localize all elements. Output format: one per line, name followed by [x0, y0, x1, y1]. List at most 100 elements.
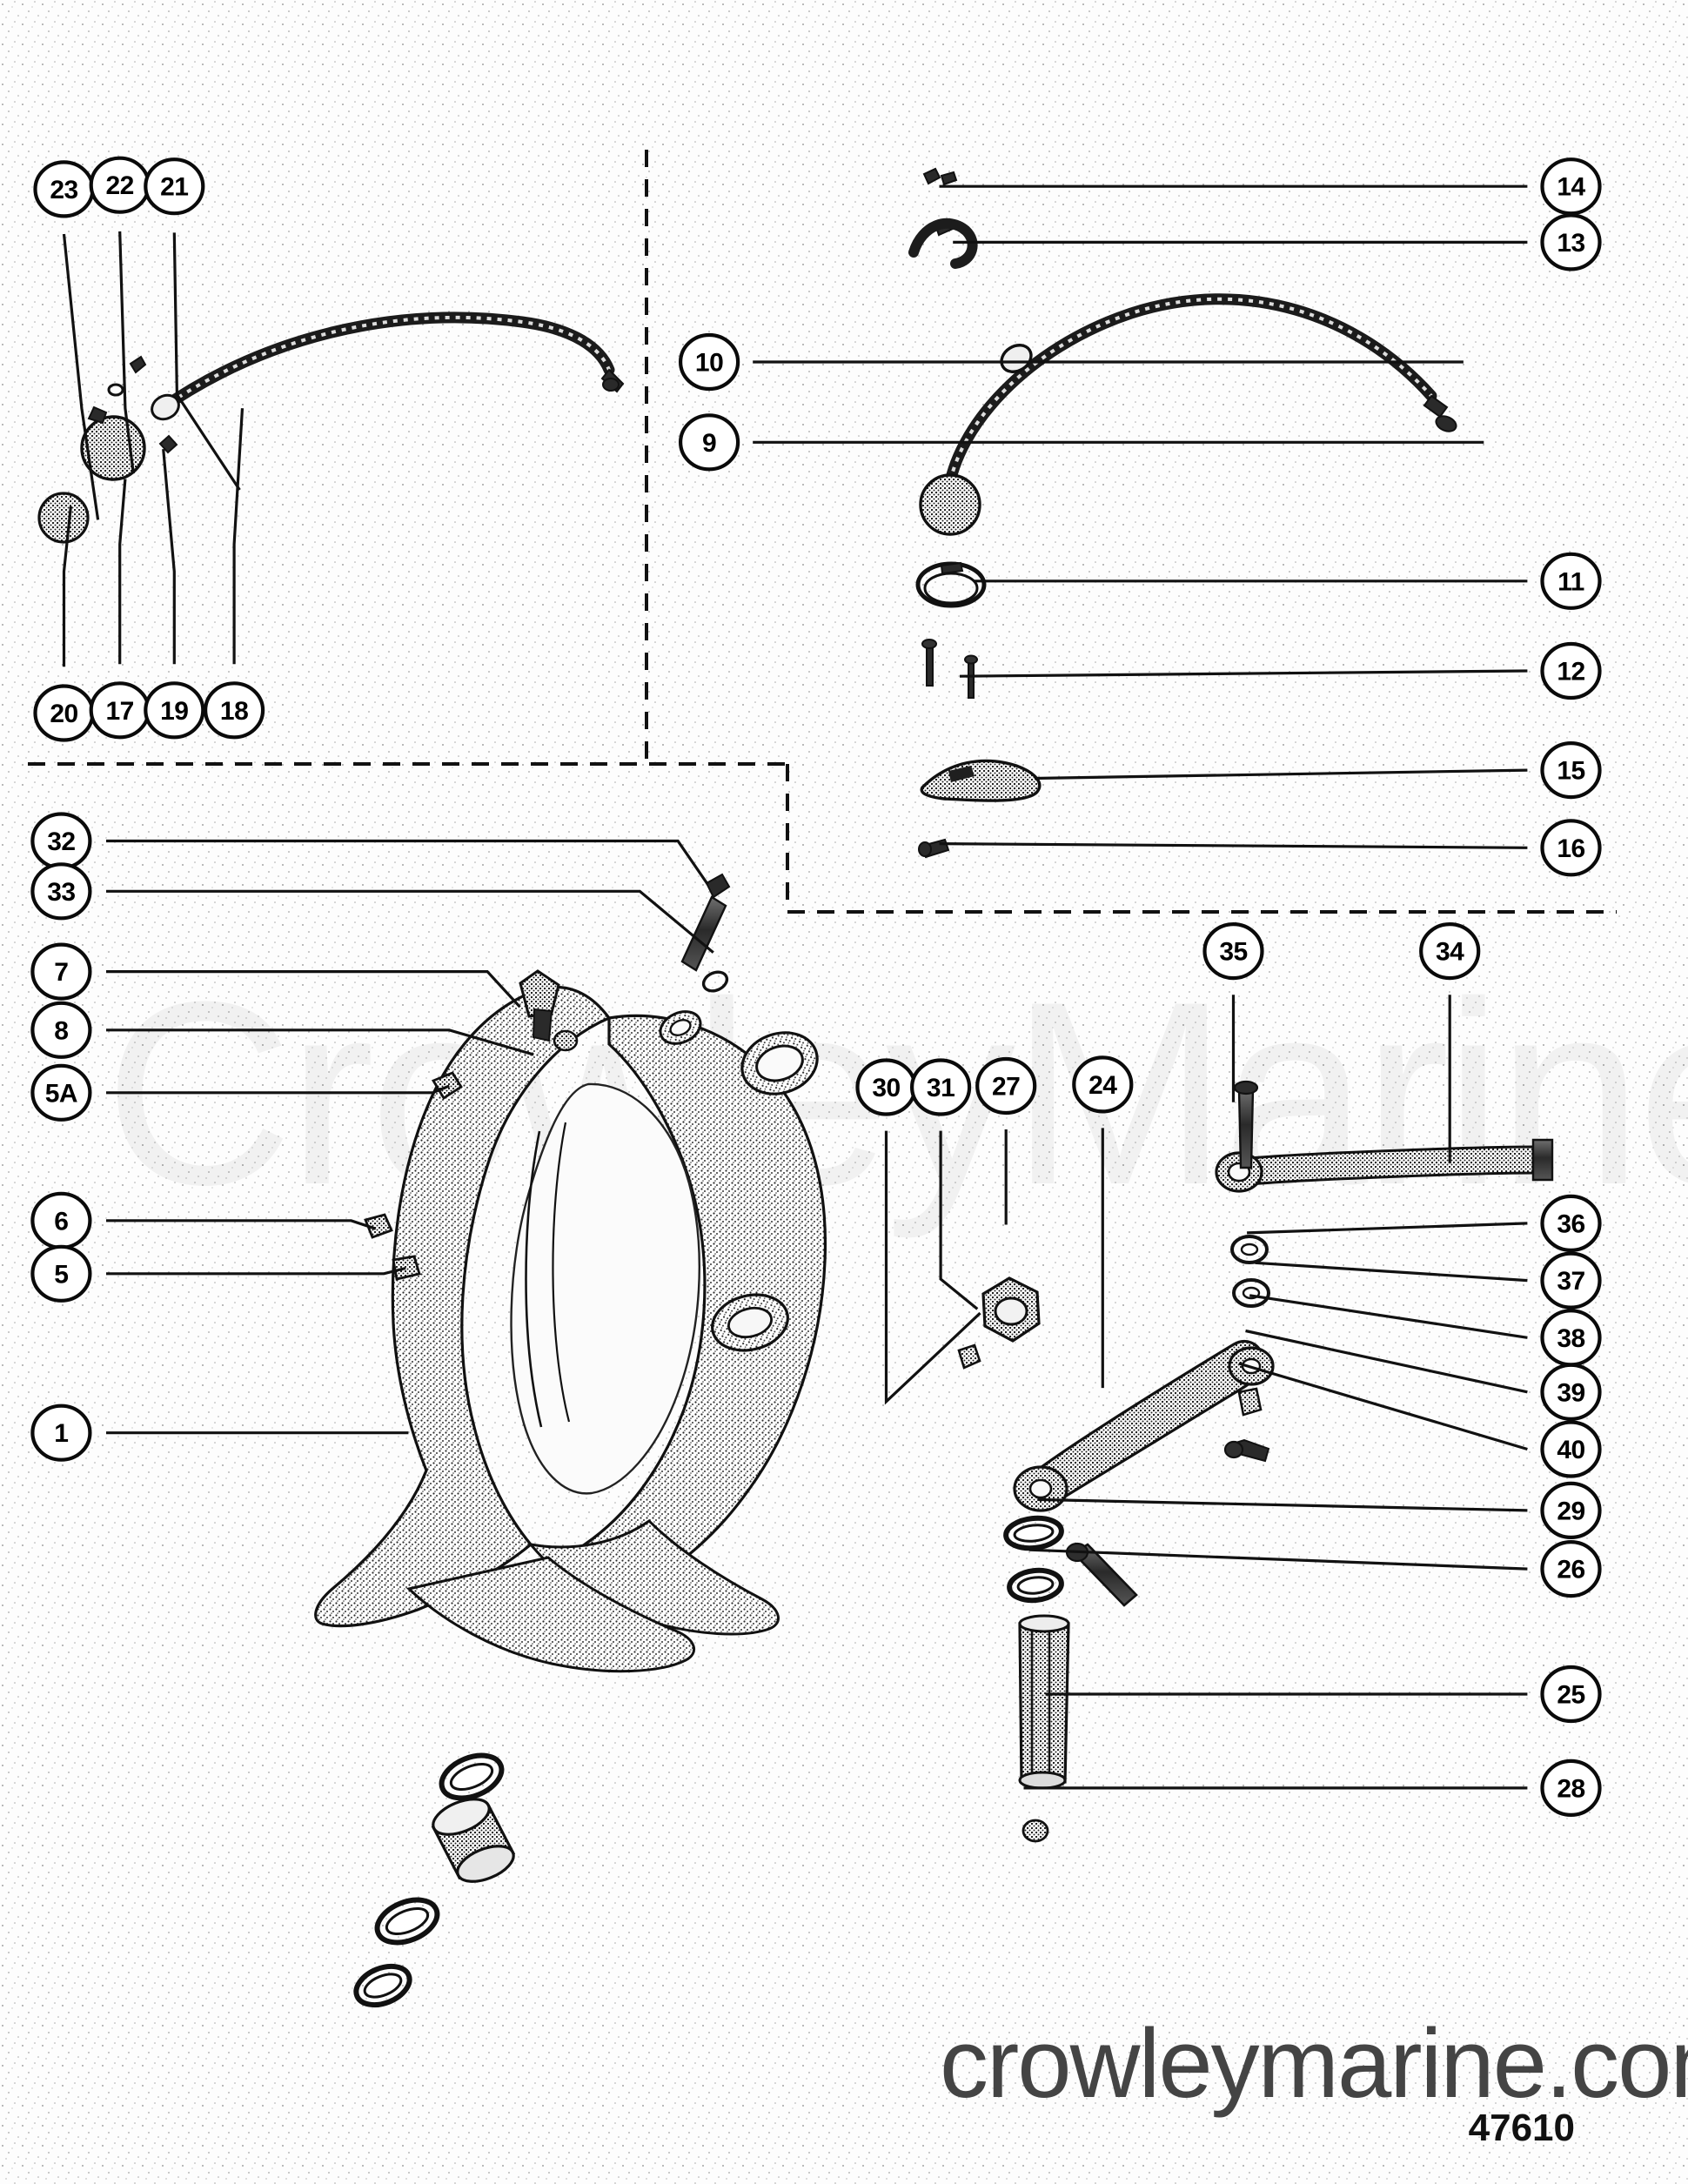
callout-18[interactable]: 18	[204, 681, 265, 740]
callout-23[interactable]: 23	[33, 160, 95, 218]
leader-line-7	[106, 970, 521, 1008]
callout-number: 7	[54, 958, 68, 987]
callout-number: 25	[1557, 1681, 1584, 1710]
callout-33[interactable]: 33	[30, 862, 92, 921]
callout-number: 35	[1219, 938, 1247, 967]
callout-8[interactable]: 8	[30, 1001, 92, 1059]
callout-32[interactable]: 32	[30, 812, 92, 870]
callout-28[interactable]: 28	[1540, 1759, 1602, 1817]
callout-number: 36	[1557, 1209, 1584, 1238]
callout-circle	[678, 413, 740, 472]
callout-number: 32	[47, 827, 75, 856]
callout-16[interactable]: 16	[1540, 819, 1602, 877]
callout-38[interactable]: 38	[1540, 1309, 1602, 1367]
callout-19[interactable]: 19	[144, 681, 205, 740]
callout-circle	[30, 862, 92, 921]
callout-7[interactable]: 7	[30, 942, 92, 1001]
callout-circle	[144, 681, 205, 740]
callout-number: 8	[54, 1016, 68, 1045]
callout-circle	[909, 1058, 972, 1116]
callout-21[interactable]: 21	[144, 157, 205, 216]
callout-number: 28	[1557, 1774, 1584, 1803]
callout-34[interactable]: 34	[1419, 921, 1481, 981]
callout-circle	[975, 1056, 1037, 1115]
leader-line-18	[232, 408, 244, 665]
callout-circle	[1540, 1251, 1602, 1310]
callout-circle	[1540, 1194, 1602, 1253]
leader-line-6	[106, 1219, 377, 1230]
leader-line-33	[106, 889, 714, 954]
leader-line-30	[884, 1130, 981, 1405]
callout-30[interactable]: 30	[855, 1058, 917, 1116]
callout-26[interactable]: 26	[1540, 1539, 1602, 1598]
callout-circle	[204, 681, 265, 740]
callout-number: 23	[50, 176, 77, 204]
callout-29[interactable]: 29	[1540, 1481, 1602, 1540]
callout-40[interactable]: 40	[1540, 1420, 1602, 1478]
callout-37[interactable]: 37	[1540, 1251, 1602, 1310]
leader-line-15	[1034, 768, 1528, 780]
callout-circle	[1419, 921, 1481, 981]
callout-13[interactable]: 13	[1540, 213, 1602, 271]
callout-number: 39	[1557, 1378, 1584, 1407]
callout-circle	[678, 332, 740, 392]
callout-39[interactable]: 39	[1540, 1363, 1602, 1421]
callout-number: 22	[106, 171, 134, 200]
callout-14[interactable]: 14	[1540, 157, 1602, 216]
callout-12[interactable]: 12	[1540, 641, 1602, 700]
callout-number: 9	[702, 429, 716, 458]
callout-number: 19	[160, 697, 188, 726]
callout-number: 34	[1436, 938, 1464, 967]
callout-9[interactable]: 9	[678, 413, 740, 472]
callout-number: 17	[106, 697, 134, 726]
callout-25[interactable]: 25	[1540, 1665, 1602, 1724]
site-watermark: crowleymarine.com	[940, 2009, 1688, 2118]
callout-31[interactable]: 31	[909, 1058, 972, 1116]
callout-number: 18	[220, 697, 248, 726]
callout-circle	[30, 942, 92, 1001]
leader-line-12	[959, 669, 1528, 678]
callout-1[interactable]: 1	[30, 1404, 92, 1462]
steering-link-group	[957, 1080, 1554, 1843]
callout-5A[interactable]: 5A	[30, 1063, 92, 1122]
callout-circle	[1540, 740, 1602, 800]
leader-line-38	[1249, 1294, 1528, 1339]
bracket-hardware	[364, 873, 731, 1281]
callout-circle	[1072, 1055, 1134, 1114]
callout-5[interactable]: 5	[30, 1244, 92, 1303]
callout-number: 5A	[45, 1079, 77, 1108]
callout-24[interactable]: 24	[1072, 1055, 1134, 1114]
leader-lines	[62, 184, 1528, 1790]
callout-number: 12	[1557, 658, 1584, 687]
leader-line-40	[1238, 1362, 1528, 1451]
divider-lines	[28, 150, 1617, 914]
callout-17[interactable]: 17	[89, 681, 151, 740]
callout-circle	[1540, 1363, 1602, 1421]
leader-line-37	[1255, 1261, 1528, 1283]
leader-line-26	[1028, 1548, 1528, 1571]
callout-10[interactable]: 10	[678, 332, 740, 392]
callout-36[interactable]: 36	[1540, 1194, 1602, 1253]
leader-line-36	[1247, 1222, 1528, 1235]
callout-circle	[144, 157, 205, 216]
callout-11[interactable]: 11	[1540, 552, 1602, 610]
callout-circle	[1540, 157, 1602, 216]
leader-line-22	[118, 231, 135, 474]
callout-27[interactable]: 27	[975, 1056, 1037, 1115]
callout-number: 10	[695, 349, 723, 378]
callout-number: 29	[1557, 1497, 1584, 1525]
callout-number: 13	[1557, 229, 1584, 258]
callout-22[interactable]: 22	[89, 156, 151, 214]
callout-number: 24	[1088, 1071, 1117, 1100]
callout-6[interactable]: 6	[30, 1191, 92, 1249]
callout-circle	[1202, 921, 1264, 981]
callout-number: 30	[872, 1074, 900, 1102]
leader-line-31	[939, 1130, 979, 1310]
callout-15[interactable]: 15	[1540, 740, 1602, 800]
callout-20[interactable]: 20	[33, 684, 95, 742]
callout-number: 21	[160, 173, 188, 202]
callout-35[interactable]: 35	[1202, 921, 1264, 981]
callout-circle	[1540, 819, 1602, 877]
